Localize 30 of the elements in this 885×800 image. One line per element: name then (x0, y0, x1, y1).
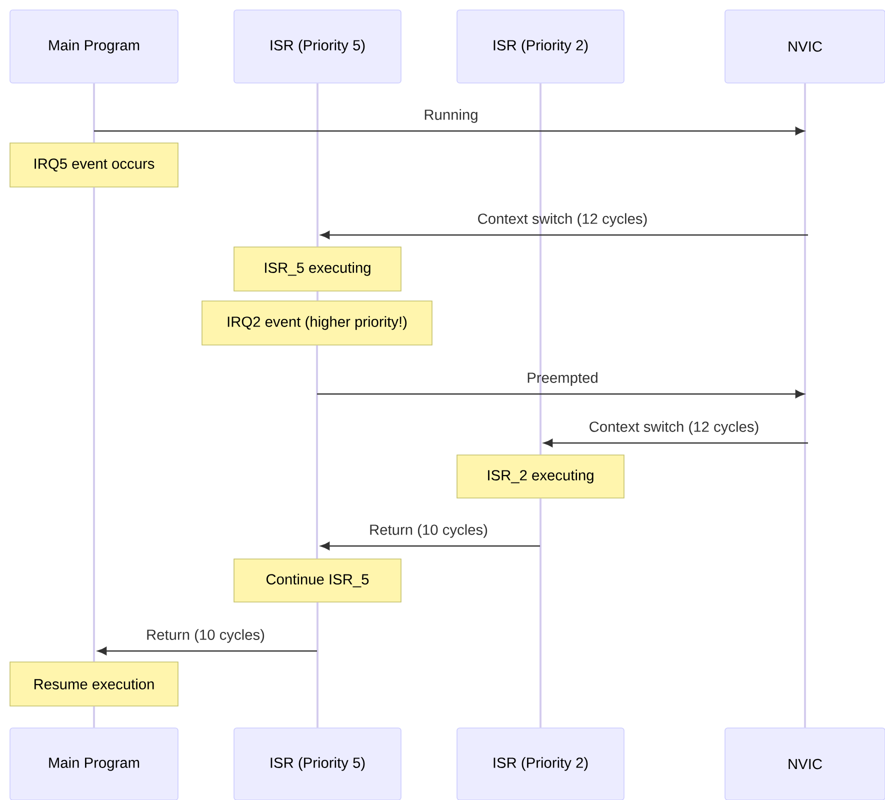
lifeline (93, 706, 95, 728)
lifeline (316, 345, 318, 559)
participant-box: Main Program (10, 728, 178, 800)
note-box: Resume execution (10, 662, 178, 706)
lifeline (93, 83, 95, 143)
participant-box: ISR (Priority 5) (234, 10, 402, 84)
lifeline (540, 498, 542, 728)
message-label: Return (10 cycles) (370, 524, 488, 538)
note-box: ISR_2 executing (456, 454, 624, 498)
lifeline (93, 187, 95, 662)
lifeline (316, 83, 318, 247)
lifeline (540, 83, 542, 455)
participant-box: ISR (Priority 2) (456, 728, 624, 800)
participant-box: NVIC (724, 10, 885, 84)
lifeline (316, 602, 318, 728)
participant-box: ISR (Priority 2) (456, 10, 624, 84)
lifeline (316, 291, 318, 301)
message-label: Context switch (12 cycles) (478, 213, 647, 227)
note-box: Continue ISR_5 (234, 558, 402, 602)
note-box: IRQ5 event occurs (10, 142, 178, 188)
participant-box: ISR (Priority 5) (234, 728, 402, 800)
participant-box: NVIC (724, 728, 885, 800)
message-label: Context switch (12 cycles) (590, 421, 758, 435)
message-label: Return (10 cycles) (147, 629, 264, 643)
message-label: Preempted (528, 372, 598, 386)
note-box: IRQ2 event (higher priority!) (202, 300, 432, 346)
message-label: Running (424, 109, 478, 123)
note-box: ISR_5 executing (234, 246, 402, 292)
lifeline (804, 83, 806, 728)
participant-box: Main Program (10, 10, 178, 84)
